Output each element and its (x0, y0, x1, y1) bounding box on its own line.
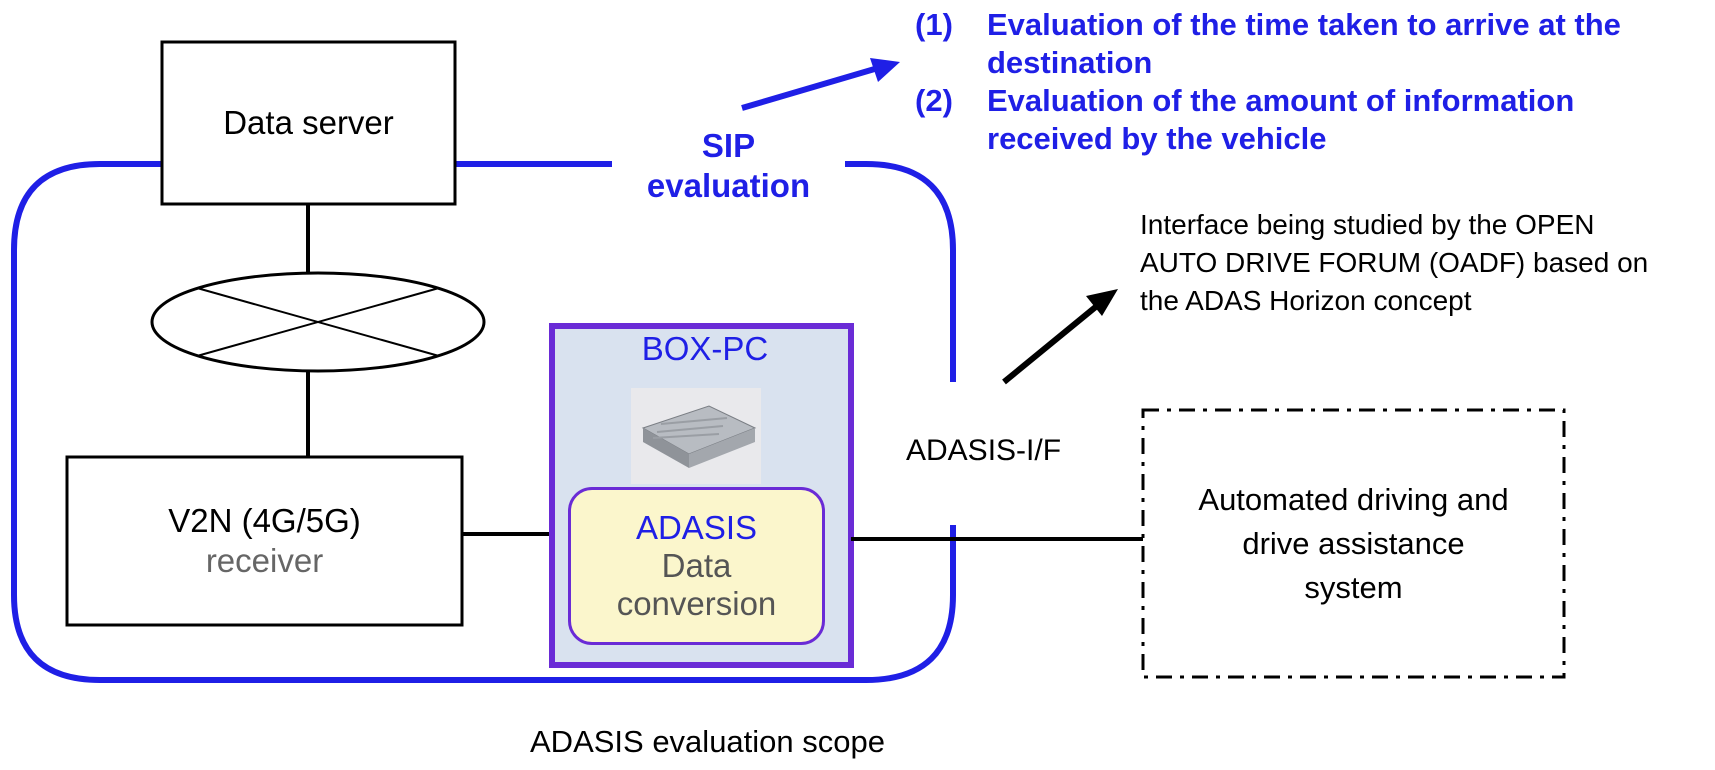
evaluation-item-1: (1) Evaluation of the time taken to arri… (915, 6, 1705, 82)
ad-system-label: Automated driving and drive assistance s… (1143, 410, 1564, 677)
sip-label-line1: SIP (701, 127, 756, 164)
evaluation-item-1-text: Evaluation of the time taken to arrive a… (987, 7, 1621, 80)
boxpc-label: BOX-PC (641, 330, 769, 367)
boxpc-device-image (631, 388, 761, 484)
v2n-label-line1: V2N (4G/5G) (168, 502, 361, 539)
adasis-data-conversion-box: ADASIS Data conversion (568, 487, 825, 645)
sip-label-line2: evaluation (646, 167, 811, 204)
v2n-label-line2: receiver (205, 542, 324, 579)
adasis-label: ADASIS (635, 509, 758, 546)
evaluation-item-2: (2) Evaluation of the amount of informat… (915, 82, 1705, 158)
evaluation-scope-outline (11, 161, 956, 683)
v2n-receiver-box (65, 455, 464, 627)
network-cloud-icon (150, 271, 486, 373)
oadf-interface-note: Interface being studied by the OPEN AUTO… (1140, 209, 1649, 316)
data-server-label: Data server (162, 42, 455, 204)
oadf-arrow-icon (1002, 289, 1118, 385)
ad-system-line2: drive assistance (1242, 525, 1465, 561)
evaluation-list: (1) Evaluation of the time taken to arri… (915, 6, 1705, 158)
evaluation-item-2-text: Evaluation of the amount of information … (987, 83, 1575, 156)
v2n-receiver-label: V2N (4G/5G) receiver (67, 457, 462, 625)
data-conversion-line2: conversion (616, 585, 777, 622)
scope-caption: ADASIS evaluation scope (530, 724, 885, 759)
evaluation-item-2-number: (2) (915, 83, 953, 118)
adasis-if-label: ADASIS-I/F (906, 434, 1062, 467)
data-conversion-line1: Data (661, 547, 732, 584)
data-server-box (160, 40, 457, 206)
sip-evaluation-label: SIP evaluation (612, 124, 845, 208)
ad-system-line3: system (1304, 569, 1403, 605)
data-server-text: Data server (223, 104, 394, 141)
evaluation-item-1-number: (1) (915, 7, 953, 42)
sip-arrow-icon (741, 58, 900, 111)
ad-system-box (1141, 408, 1566, 679)
boxpc-device-icon (641, 405, 757, 468)
ad-system-line1: Automated driving and (1198, 481, 1509, 517)
